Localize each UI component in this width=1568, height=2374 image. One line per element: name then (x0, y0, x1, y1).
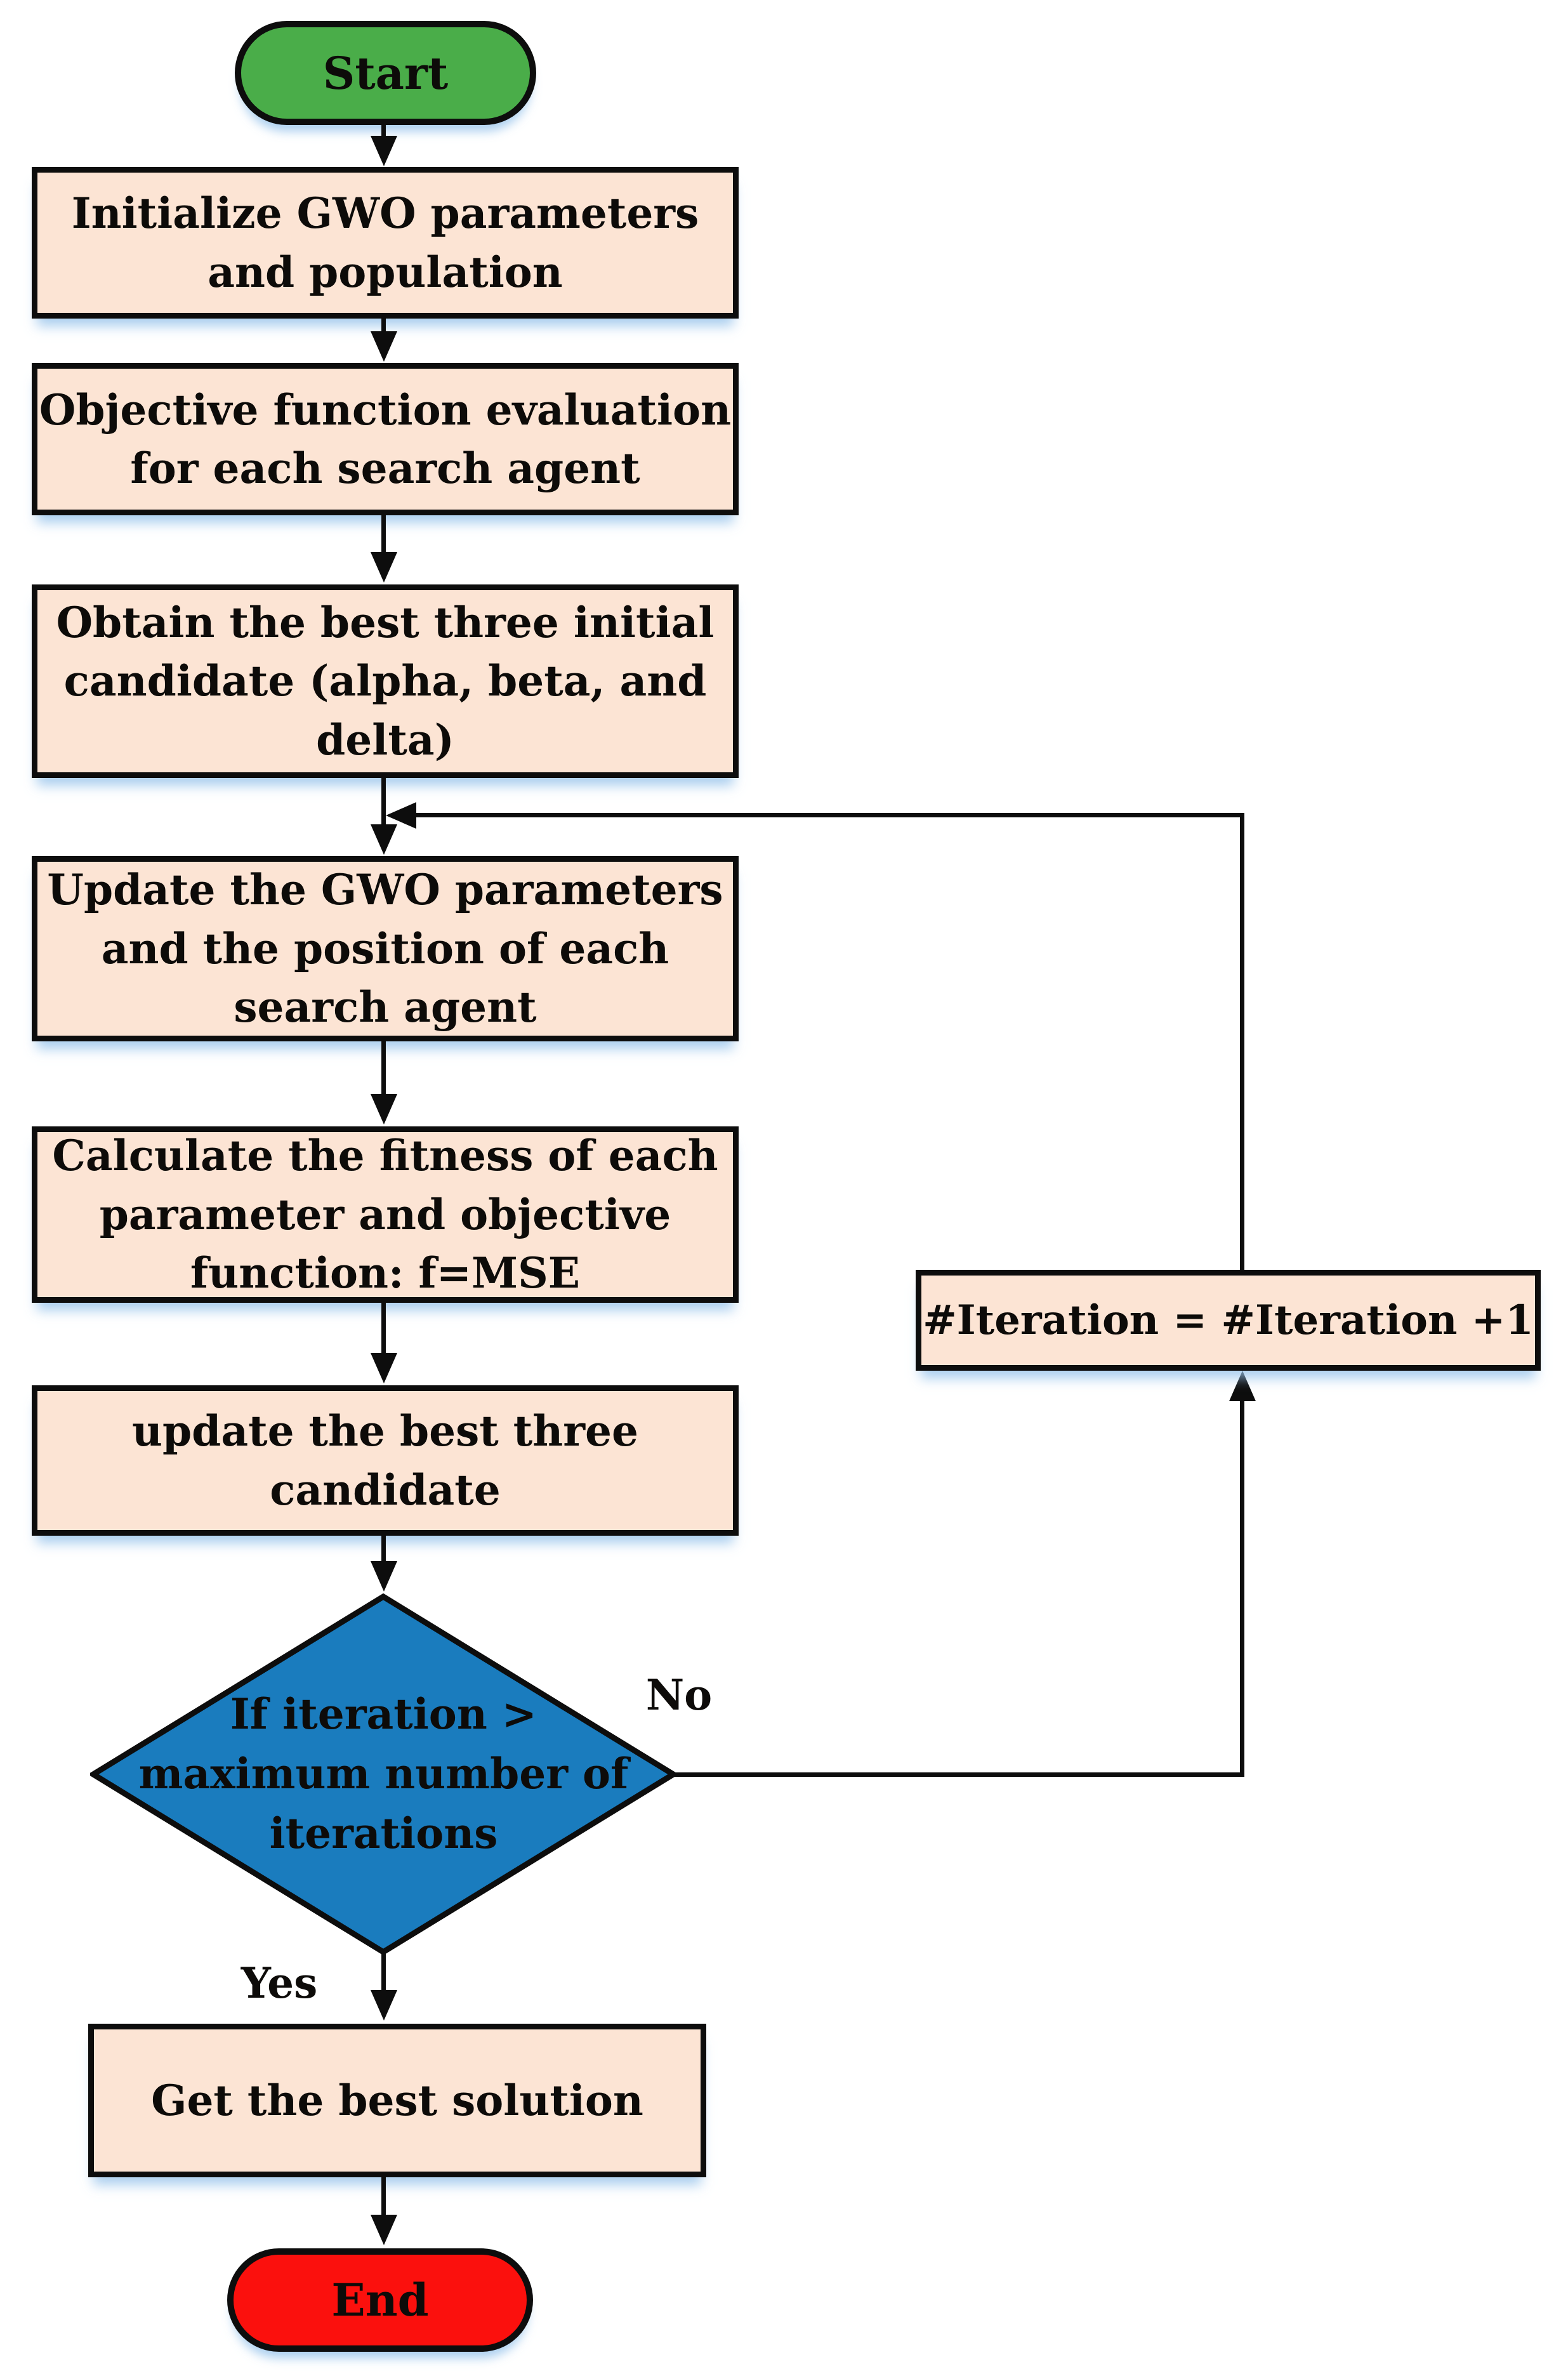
process-objective-line2: for each search agent (130, 444, 640, 493)
arrowhead-into-end (371, 2215, 397, 2245)
process-obtain-best-three: Obtain the best three initial candidate … (32, 584, 739, 778)
start-terminator: Start (235, 21, 536, 125)
process-obtain-line2: candidate (alpha, beta, and (63, 656, 707, 706)
connector-calculate-updatebest (381, 1303, 386, 1354)
arrowhead-into-objective (371, 331, 397, 362)
decision-max-iterations: If iteration > maximum number of iterati… (88, 1593, 679, 1956)
arrowhead-into-increment (1229, 1371, 1256, 1401)
connector-objective-obtain (381, 515, 386, 553)
edge-label-yes: Yes (240, 1958, 318, 2008)
process-obtain-line3: delta) (316, 715, 454, 765)
connector-loop-right-lower-vertical (1240, 1399, 1244, 1777)
decision-line2: maximum number of (138, 1749, 629, 1799)
process-calculate-line1: Calculate the fitness of each (52, 1131, 718, 1181)
process-calculate-line3: function: f=MSE (190, 1248, 581, 1298)
decision-line1: If iteration > (230, 1689, 537, 1739)
decision-line3: iterations (269, 1808, 498, 1858)
end-terminator: End (227, 2248, 533, 2352)
connector-getbest-end (381, 2177, 386, 2216)
connector-loop-top-horizontal (409, 813, 1242, 817)
connector-updatebest-decision (381, 1536, 386, 1562)
arrowhead-into-getbest (371, 1990, 397, 2021)
connector-loop-right-upper-vertical (1240, 813, 1244, 1271)
arrowhead-into-initialize (371, 136, 397, 166)
increment-label: #Iteration = #Iteration +1 (923, 1296, 1534, 1344)
process-obtain-line1: Obtain the best three initial (56, 597, 715, 647)
connector-initialize-objective (381, 319, 386, 333)
process-objective-evaluation: Objective function evaluation for each s… (32, 363, 739, 515)
connector-start-initialize (381, 125, 386, 139)
process-increment-iteration: #Iteration = #Iteration +1 (916, 1270, 1541, 1371)
process-updatebest-line1: update the best three (132, 1406, 638, 1456)
process-initialize-line2: and population (208, 247, 563, 297)
process-initialize-line1: Initialize GWO parameters (71, 188, 699, 239)
process-update-line3: search agent (234, 982, 537, 1032)
arrowhead-into-updatebest (371, 1353, 397, 1383)
process-calculate-fitness: Calculate the fitness of each parameter … (32, 1126, 739, 1303)
start-label: Start (322, 46, 449, 100)
arrowhead-into-decision (371, 1561, 397, 1592)
process-updatebest-line2: candidate (270, 1465, 501, 1515)
getbest-label: Get the best solution (151, 2075, 643, 2125)
decision-label: If iteration > maximum number of iterati… (90, 1593, 677, 1956)
end-label: End (331, 2274, 429, 2326)
process-get-best-solution: Get the best solution (88, 2024, 706, 2177)
connector-obtain-update (381, 778, 386, 827)
process-update-line1: Update the GWO parameters (47, 865, 723, 915)
process-update-parameters: Update the GWO parameters and the positi… (32, 856, 739, 1041)
process-calculate-line2: parameter and objective (99, 1189, 671, 1239)
edge-label-no: No (645, 1670, 713, 1720)
process-objective-line1: Objective function evaluation (39, 385, 732, 435)
connector-update-calculate (381, 1041, 386, 1095)
arrowhead-into-update (371, 824, 397, 855)
process-update-line2: and the position of each (101, 923, 669, 973)
process-initialize-parameters: Initialize GWO parameters and population (32, 167, 739, 319)
connector-no-horizontal (673, 1772, 1244, 1777)
connector-decision-getbest (381, 1952, 386, 1991)
arrowhead-into-obtain (371, 552, 397, 583)
process-update-best-candidates: update the best three candidate (32, 1385, 739, 1536)
arrowhead-into-calculate (371, 1094, 397, 1124)
